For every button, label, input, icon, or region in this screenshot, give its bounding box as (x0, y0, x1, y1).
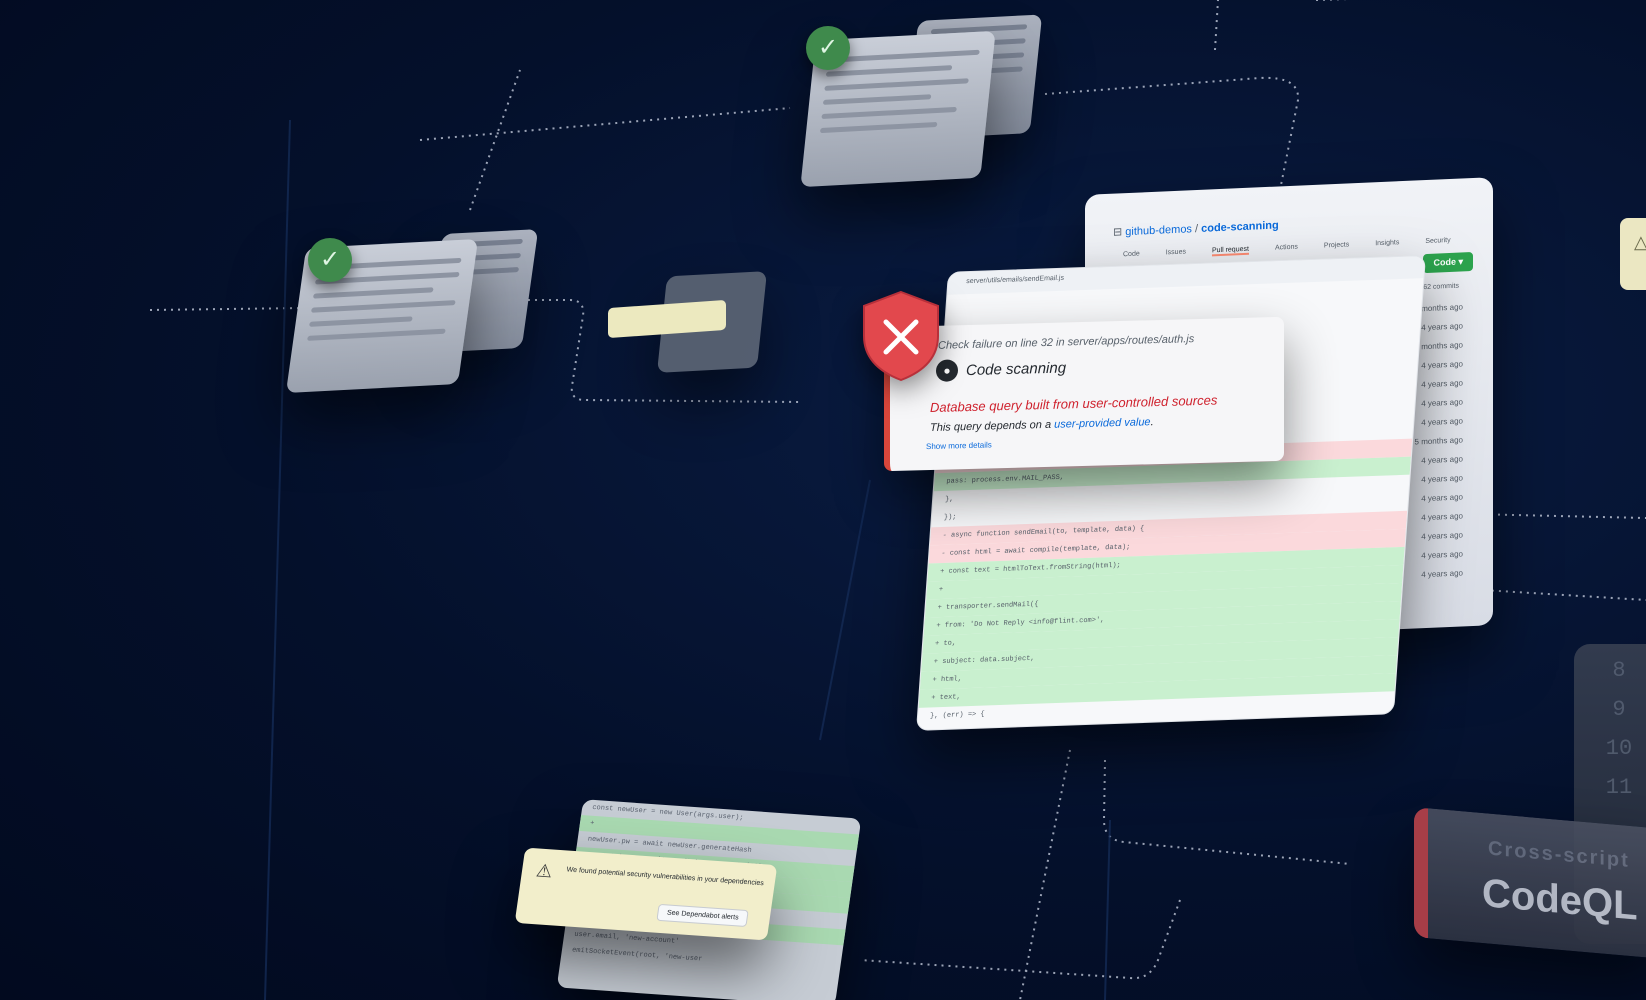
alert-tool-header: ● Code scanning (936, 356, 1067, 382)
line-number: 8 (1612, 658, 1626, 683)
commit-age: 4 years ago (1421, 416, 1463, 428)
alert-desc-prefix: This query depends on a (930, 418, 1055, 435)
tab-issues[interactable]: Issues (1165, 248, 1186, 257)
warning-icon: △ (1634, 232, 1646, 252)
see-dependabot-alerts-button[interactable]: See Dependabot alerts (656, 903, 749, 928)
alert-title[interactable]: Database query built from user-controlle… (930, 392, 1218, 416)
commit-count[interactable]: 362 commits (1419, 282, 1459, 292)
repo-name-link[interactable]: code-scanning (1201, 219, 1279, 235)
code-button[interactable]: Code ▾ (1423, 251, 1473, 274)
commit-age: 4 years ago (1421, 359, 1463, 371)
codeql-card: Cross-script CodeQL (1414, 807, 1646, 959)
commit-age: 4 years ago (1421, 568, 1463, 580)
tab-pull-requests[interactable]: Pull request (1211, 245, 1249, 257)
commit-age: 4 years ago (1421, 511, 1463, 523)
commit-age: 4 years ago (1421, 530, 1463, 542)
tab-insights[interactable]: Insights (1375, 239, 1400, 248)
tab-actions[interactable]: Actions (1274, 243, 1298, 252)
commit-age: 4 years ago (1421, 397, 1463, 409)
breadcrumb: ⊟ github-demos / code-scanning (1113, 218, 1279, 238)
check-icon: ✓ (308, 238, 352, 282)
user-provided-value-link[interactable]: user-provided value (1054, 416, 1151, 431)
line-number: 10 (1605, 736, 1633, 761)
commit-age: 4 years ago (1421, 321, 1463, 333)
dependabot-message: We found potential security vulnerabilit… (566, 866, 765, 888)
tab-code[interactable]: Code (1123, 250, 1140, 259)
commit-age: 4 years ago (1421, 378, 1463, 390)
line-number: 9 (1612, 697, 1626, 722)
codeql-title: CodeQL (1482, 871, 1638, 929)
tab-security[interactable]: Security (1425, 236, 1451, 246)
tab-projects[interactable]: Projects (1323, 241, 1350, 250)
check-failure-text: Check failure on line 32 in server/apps/… (938, 333, 1195, 352)
commit-age: 5 months ago (1414, 435, 1463, 447)
check-icon: ✓ (806, 26, 850, 70)
alert-desc-suffix: . (1150, 416, 1154, 429)
repo-owner-link[interactable]: github-demos (1125, 223, 1192, 239)
codeql-subtitle: Cross-script (1488, 837, 1630, 872)
alert-tool-name: Code scanning (966, 358, 1067, 379)
commit-age: 5 months ago (1414, 340, 1463, 352)
show-more-details-link[interactable]: Show more details (926, 440, 992, 452)
partial-warning-card: △ (1620, 218, 1646, 290)
commit-age: 4 years ago (1421, 454, 1463, 466)
code-scanning-alert: Check failure on line 32 in server/apps/… (884, 316, 1284, 472)
warning-icon: ⚠ (534, 860, 554, 882)
commit-age: 4 years ago (1421, 492, 1463, 504)
repo-icon: ⊟ (1113, 226, 1126, 239)
line-number: 11 (1605, 775, 1633, 800)
commit-ages: 5 months ago 4 years ago 5 months ago 4 yea… (1415, 302, 1463, 579)
alert-description: This query depends on a user-provided va… (930, 416, 1154, 434)
commit-age: 4 years ago (1421, 473, 1463, 485)
breadcrumb-separator: / (1191, 222, 1202, 236)
shield-x-icon (863, 290, 939, 382)
commit-age: 4 years ago (1421, 549, 1463, 561)
